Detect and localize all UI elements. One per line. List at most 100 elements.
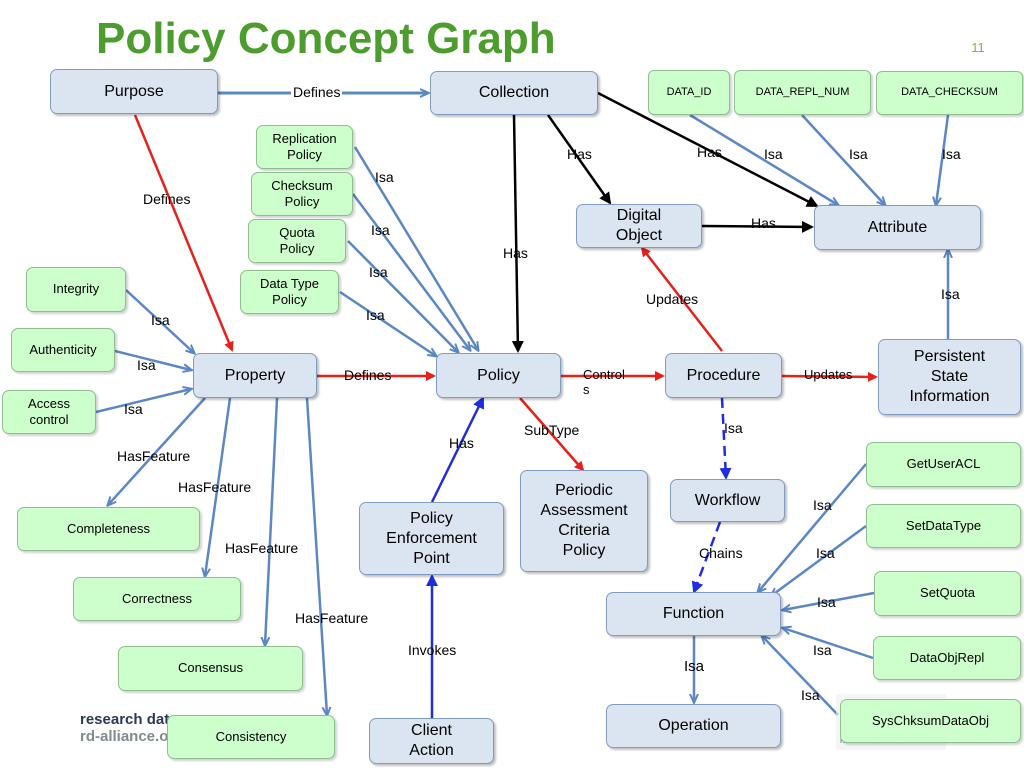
node-data-type-policy: Data Type Policy (240, 270, 339, 314)
node-policy-enforcement-point: Policy Enforcement Point (359, 502, 504, 575)
node-property: Property (193, 353, 317, 398)
label-purpose-collection: Defines (291, 84, 343, 101)
label-data-repl-num-attribute: Isa (849, 146, 868, 162)
edge-procedure-digital-object (640, 246, 723, 352)
edge-setdatatype-function (771, 524, 867, 596)
rda-logo-left: research data s rd-alliance.org (80, 711, 190, 746)
node-syschksumdataobj: SysChksumDataObj (840, 699, 1021, 743)
label-property-policy: Defines (344, 367, 392, 383)
label-property-consensus: HasFeature (225, 540, 299, 556)
label-property-correctness: HasFeature (178, 479, 252, 495)
edge-purpose-property (133, 114, 234, 352)
edge-property-consensus (265, 397, 279, 645)
label-workflow-function: Chains (699, 545, 743, 561)
label-integrity-property: Isa (151, 312, 170, 328)
edge-digital-object-attribute (701, 220, 814, 233)
label-getuseracl-function: Isa (813, 497, 832, 513)
node-correctness: Correctness (73, 577, 241, 621)
label-purpose-property: Defines (143, 191, 191, 207)
node-policy: Policy (436, 353, 561, 398)
node-consistency: Consistency (167, 715, 335, 759)
label-procedure-psi: Updates (804, 367, 853, 382)
logo-line-1: research data s (80, 711, 191, 728)
node-data-checksum: DATA_CHECKSUM (876, 71, 1023, 115)
node-collection: Collection (430, 71, 598, 115)
node-periodic-assessment-criteria-policy: Periodic Assessment Criteria Policy (520, 470, 648, 572)
edge-property-completeness (108, 397, 206, 505)
label-psi-attribute: Isa (941, 286, 960, 302)
node-quota-policy: Quota Policy (248, 219, 346, 263)
edge-procedure-psi (781, 371, 878, 382)
edge-workflow-function (691, 521, 722, 594)
label-collection-attribute: Has (697, 144, 722, 160)
label-client-action-pep: Invokes (408, 642, 457, 658)
edge-checksum-policy (352, 193, 470, 350)
node-purpose: Purpose (50, 69, 218, 114)
edge-collection-digital-object (546, 114, 612, 205)
node-operation: Operation (606, 704, 781, 748)
label-function-operation: Isa (684, 658, 705, 675)
edge-syschksum-function (762, 636, 839, 716)
slide-number: 11 (971, 40, 985, 55)
node-procedure: Procedure (665, 353, 782, 398)
label-checksum-policy: Isa (371, 222, 390, 238)
edge-data-type-policy (339, 290, 436, 356)
node-attribute: Attribute (814, 205, 981, 250)
label-collection-policy: Has (503, 245, 528, 261)
node-getuseracl: GetUserACL (866, 442, 1021, 487)
edge-access-control-property (95, 389, 191, 414)
label-data-id-attribute: Isa (764, 146, 783, 162)
slide-title: Policy Concept Graph (96, 14, 556, 63)
label-policy-periodic: SubType (524, 422, 580, 438)
edge-authenticity-property (114, 349, 191, 370)
node-consensus: Consensus (118, 646, 303, 691)
label-setquota-function: Isa (817, 594, 836, 610)
label-property-consistency: HasFeature (295, 610, 369, 626)
edge-replication-policy (353, 146, 478, 350)
edge-setquota-function (783, 591, 875, 610)
edge-procedure-workflow (719, 397, 732, 480)
label-procedure-workflow: Isa (724, 420, 743, 436)
node-completeness: Completeness (17, 507, 200, 551)
edge-pep-policy (430, 396, 485, 503)
edge-dataobjrepl-function (783, 628, 874, 660)
edge-data-id-attribute (689, 113, 838, 205)
label-property-completeness: HasFeature (117, 448, 191, 464)
label-collection-digital-object: Has (567, 146, 592, 162)
label-dataobjrepl-function: Isa (813, 642, 832, 658)
label-replication-policy: Isa (375, 169, 394, 185)
label-procedure-digital-object: Updates (646, 291, 699, 307)
node-replication-policy: Replication Policy (256, 125, 353, 169)
logo-line-2: rd-alliance.org (80, 728, 184, 746)
node-digital-object: Digital Object (576, 204, 702, 248)
label-access-control-property: Isa (124, 401, 143, 417)
label-setdatatype-function: Isa (816, 545, 835, 561)
edge-collection-policy (511, 114, 524, 353)
node-function: Function (606, 592, 781, 636)
node-checksum-policy: Checksum Policy (251, 172, 353, 216)
label-syschksum-function: Isa (801, 687, 820, 703)
node-dataobjrepl: DataObjRepl (873, 636, 1021, 680)
label-pep-policy: Has (449, 435, 474, 451)
node-setquota: SetQuota (874, 571, 1021, 616)
label-data-checksum-attribute: Isa (942, 146, 961, 162)
label-authenticity-property: Isa (137, 357, 156, 373)
label-quota-policy: Isa (369, 264, 388, 280)
node-data-id: DATA_ID (648, 70, 730, 115)
node-client-action: Client Action (369, 718, 494, 764)
node-access-control: Access control (2, 390, 96, 434)
edge-quota-policy (347, 240, 458, 352)
node-workflow: Workflow (670, 479, 785, 522)
edge-getuseracl-function (758, 463, 867, 592)
edge-policy-periodic (519, 397, 585, 472)
node-integrity: Integrity (26, 267, 126, 312)
edge-integrity-property (125, 289, 194, 353)
label-data-type-policy: Isa (366, 307, 385, 323)
label-digital-object-attribute: Has (751, 215, 776, 231)
label-policy-procedure: Control s (583, 367, 625, 397)
node-persistent-state-information: Persistent State Information (878, 339, 1021, 415)
edge-data-checksum-attribute (936, 114, 950, 205)
edge-collection-attribute (597, 91, 819, 208)
node-setdatatype: SetDataType (866, 504, 1021, 548)
node-data-repl-num: DATA_REPL_NUM (734, 70, 871, 115)
